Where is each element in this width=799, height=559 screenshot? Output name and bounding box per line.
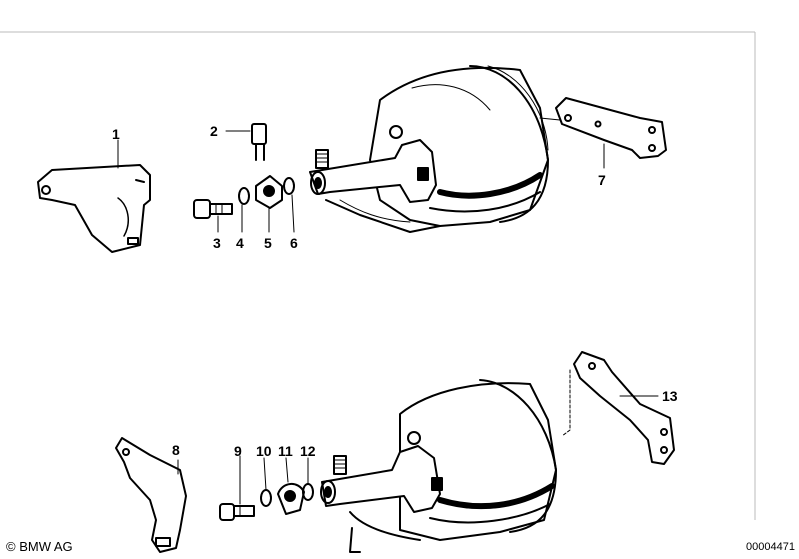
washer-part-4: [238, 187, 250, 233]
callout-4: 4: [236, 235, 244, 251]
fitting-part-2: [225, 123, 267, 161]
brake-booster-upper: [309, 65, 561, 233]
bracket-part-8: [115, 437, 187, 553]
bracket-part-13: [561, 351, 675, 465]
diagram-number: 00004471: [746, 541, 795, 553]
callout-12: 12: [300, 443, 316, 459]
banjo-part-11: [277, 457, 305, 515]
bolt-part-3: [193, 199, 233, 233]
callout-1: 1: [112, 126, 120, 142]
junction-part-5: [255, 175, 283, 233]
copyright-label: © BMW AG: [6, 539, 73, 554]
washer-part-10: [260, 457, 272, 507]
washer-part-12: [302, 457, 314, 501]
callout-3: 3: [213, 235, 221, 251]
callout-6: 6: [290, 235, 298, 251]
bracket-part-7: [555, 97, 667, 169]
callout-11: 11: [278, 443, 293, 459]
brake-booster-lower: [320, 379, 557, 553]
bracket-part-1: [37, 139, 151, 253]
callout-10: 10: [256, 443, 272, 459]
washer-part-6: [283, 177, 295, 233]
callout-5: 5: [264, 235, 272, 251]
callout-8: 8: [172, 442, 180, 458]
callout-7: 7: [598, 172, 606, 188]
callout-2: 2: [210, 123, 218, 139]
callout-13: 13: [662, 388, 678, 404]
callout-9: 9: [234, 443, 242, 459]
bolt-part-9: [219, 455, 255, 521]
